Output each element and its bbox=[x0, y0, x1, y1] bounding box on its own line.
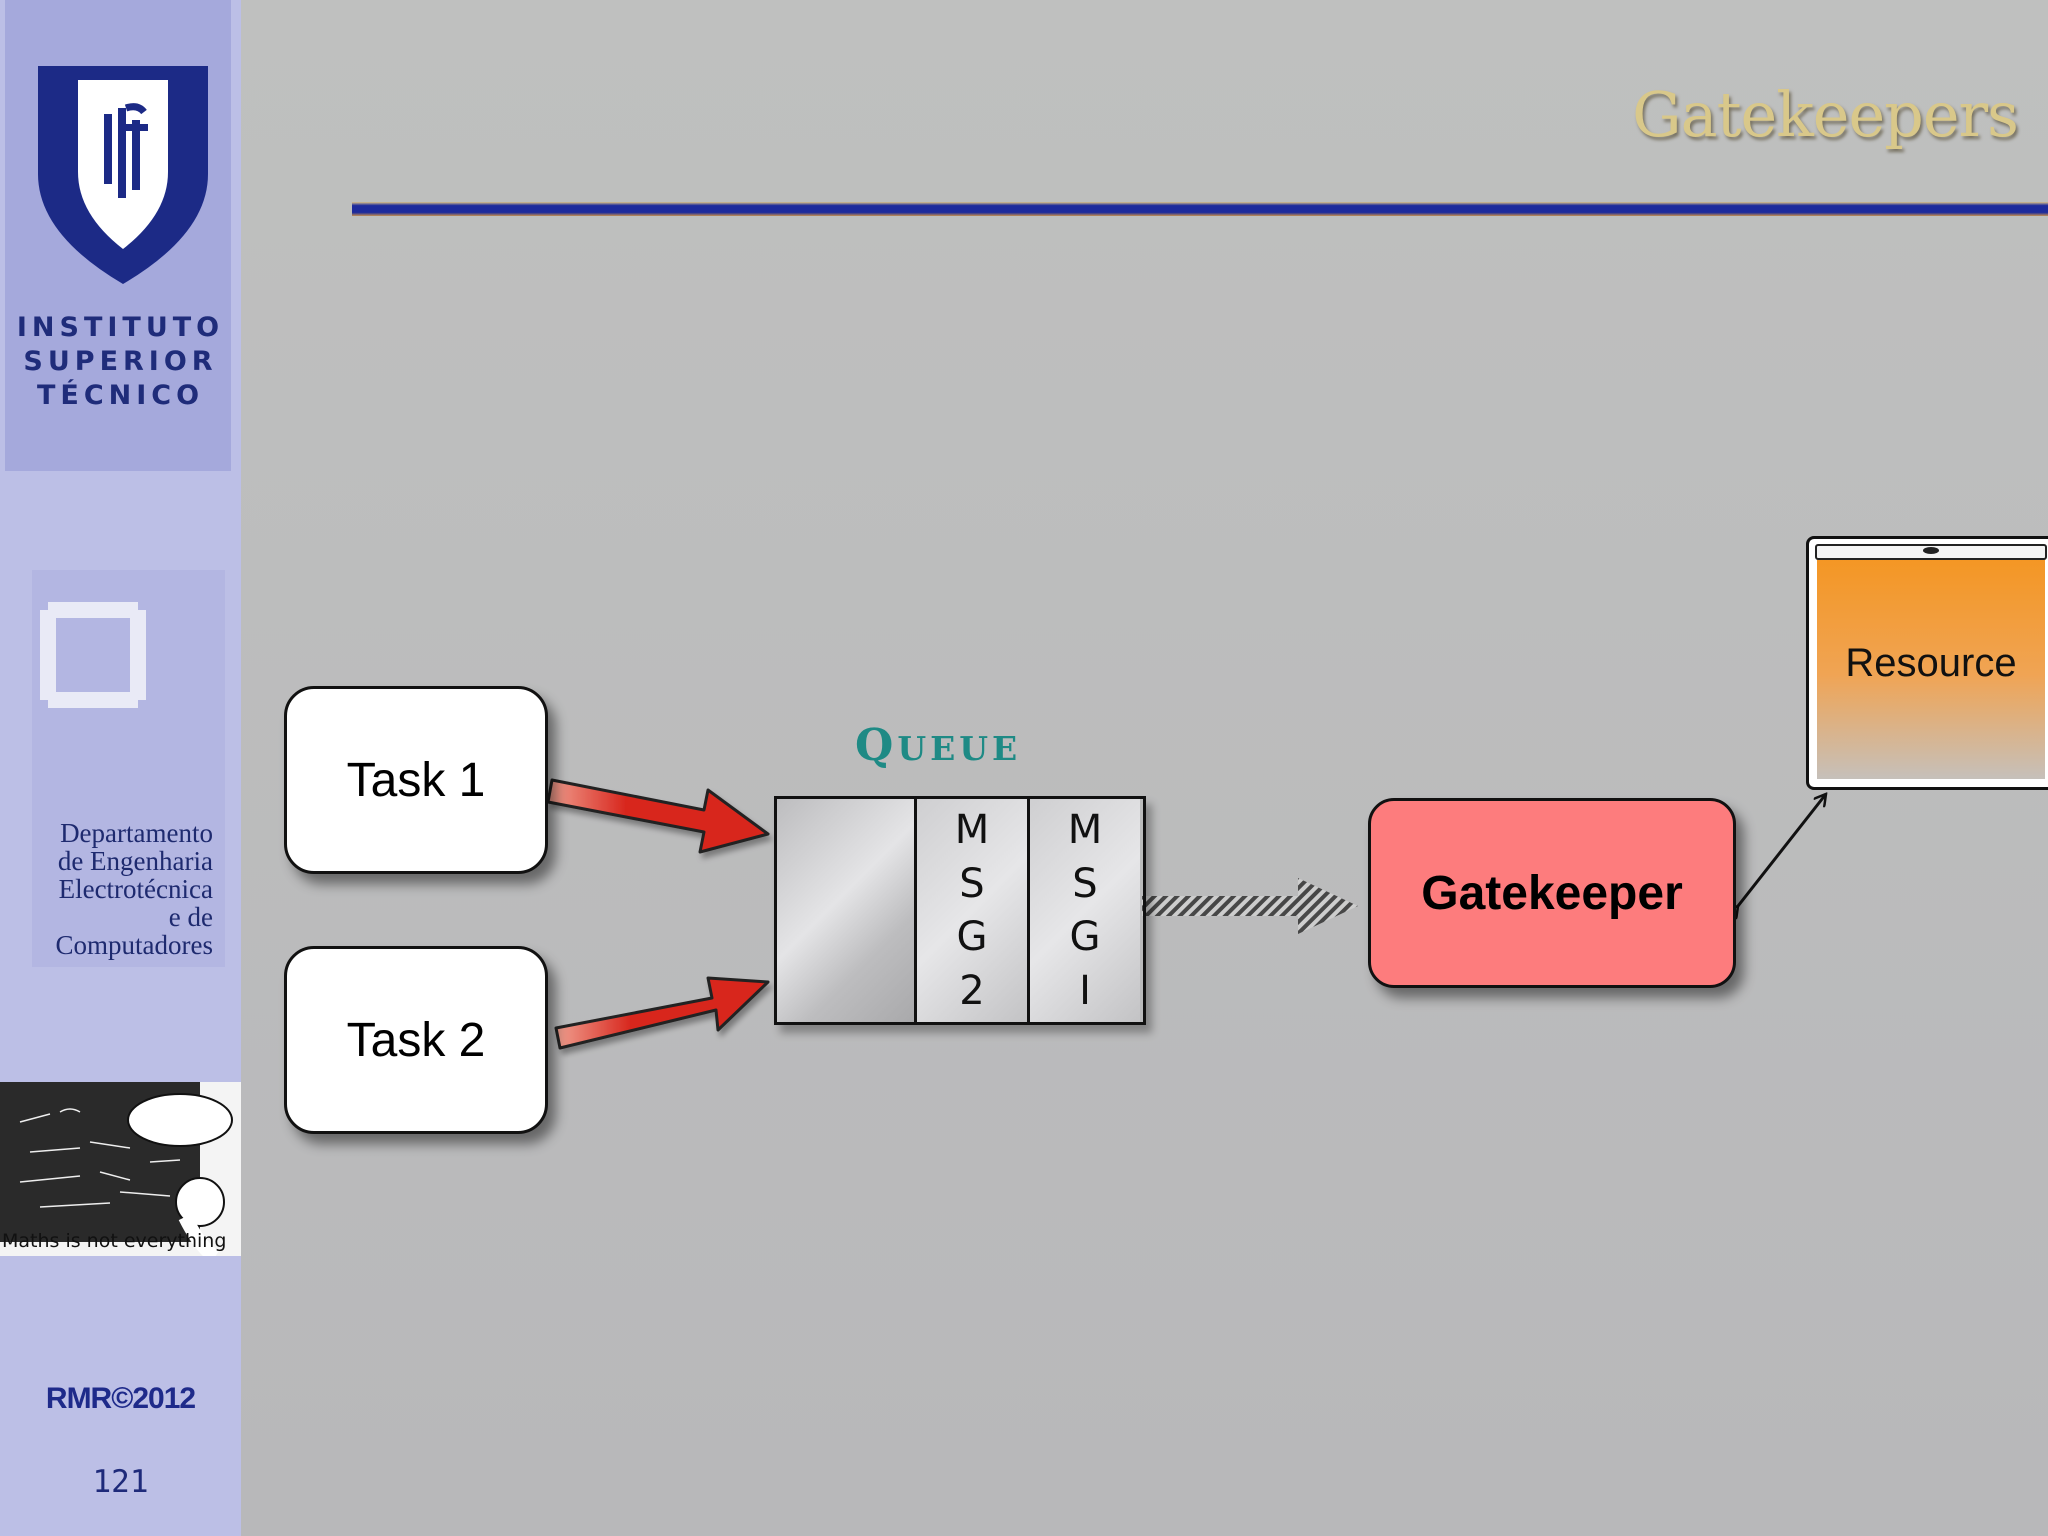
institute-line-3: TÉCNICO bbox=[36, 380, 205, 411]
title-underline bbox=[352, 202, 2048, 216]
msg-char: M bbox=[954, 806, 990, 853]
deec-logo bbox=[32, 570, 225, 967]
deec-letters-icon bbox=[40, 602, 146, 708]
department-line-2: de Engenharia bbox=[57, 846, 213, 876]
queue-empty-slot bbox=[777, 799, 914, 1022]
cartoon-image: Maths is not everything bbox=[0, 1082, 241, 1256]
task-1-node: Task 1 bbox=[284, 686, 548, 874]
department-line-1: Departamento bbox=[60, 818, 213, 848]
queue-label: QUEUE bbox=[855, 720, 1021, 771]
msg-char: S bbox=[1072, 860, 1098, 907]
sidebar: INSTITUTO SUPERIOR TÉCNICO Departamento … bbox=[0, 0, 241, 1536]
department-line-3: Electrotécnica bbox=[58, 874, 213, 904]
copyright: RMR©2012 bbox=[45, 1382, 196, 1415]
institute-line-2: SUPERIOR bbox=[23, 346, 218, 377]
queue-label-rest: UEUE bbox=[897, 729, 1022, 768]
msg-char: G bbox=[956, 914, 988, 961]
msg-char: 2 bbox=[959, 968, 985, 1015]
queue-label-initial: Q bbox=[855, 720, 898, 771]
resource-label: Resource bbox=[1817, 547, 2045, 779]
queue: M S G 2 M S G I bbox=[774, 796, 1146, 1025]
task-2-node: Task 2 bbox=[284, 946, 548, 1134]
chalkboard-icon bbox=[0, 1082, 233, 1256]
msg-char: S bbox=[959, 860, 985, 907]
department-line-5: Computadores bbox=[55, 930, 213, 960]
msg-char: M bbox=[1067, 806, 1103, 853]
page-number: 121 bbox=[92, 1464, 149, 1500]
queue-message-1: M S G I bbox=[1027, 799, 1140, 1022]
arrow-queue-to-gatekeeper bbox=[1142, 878, 1358, 934]
arrow-task2-to-queue bbox=[554, 976, 770, 1050]
msg-char: G bbox=[1069, 914, 1101, 961]
msg-char: I bbox=[1079, 968, 1091, 1015]
gatekeeper-node: Gatekeeper bbox=[1368, 798, 1736, 988]
institute-line-1: INSTITUTO bbox=[16, 312, 225, 343]
page-title: Gatekeepers bbox=[1632, 78, 2019, 151]
resource-node: Resource bbox=[1806, 536, 2048, 790]
arrow-gatekeeper-resource bbox=[1738, 794, 1826, 906]
ist-shield-icon bbox=[38, 66, 208, 284]
department-line-4: e de bbox=[168, 902, 213, 932]
clipboard-clip-icon bbox=[1815, 544, 2047, 560]
arrow-task1-to-queue bbox=[546, 778, 770, 854]
cartoon-caption: Maths is not everything bbox=[2, 1230, 227, 1252]
queue-message-2: M S G 2 bbox=[914, 799, 1027, 1022]
